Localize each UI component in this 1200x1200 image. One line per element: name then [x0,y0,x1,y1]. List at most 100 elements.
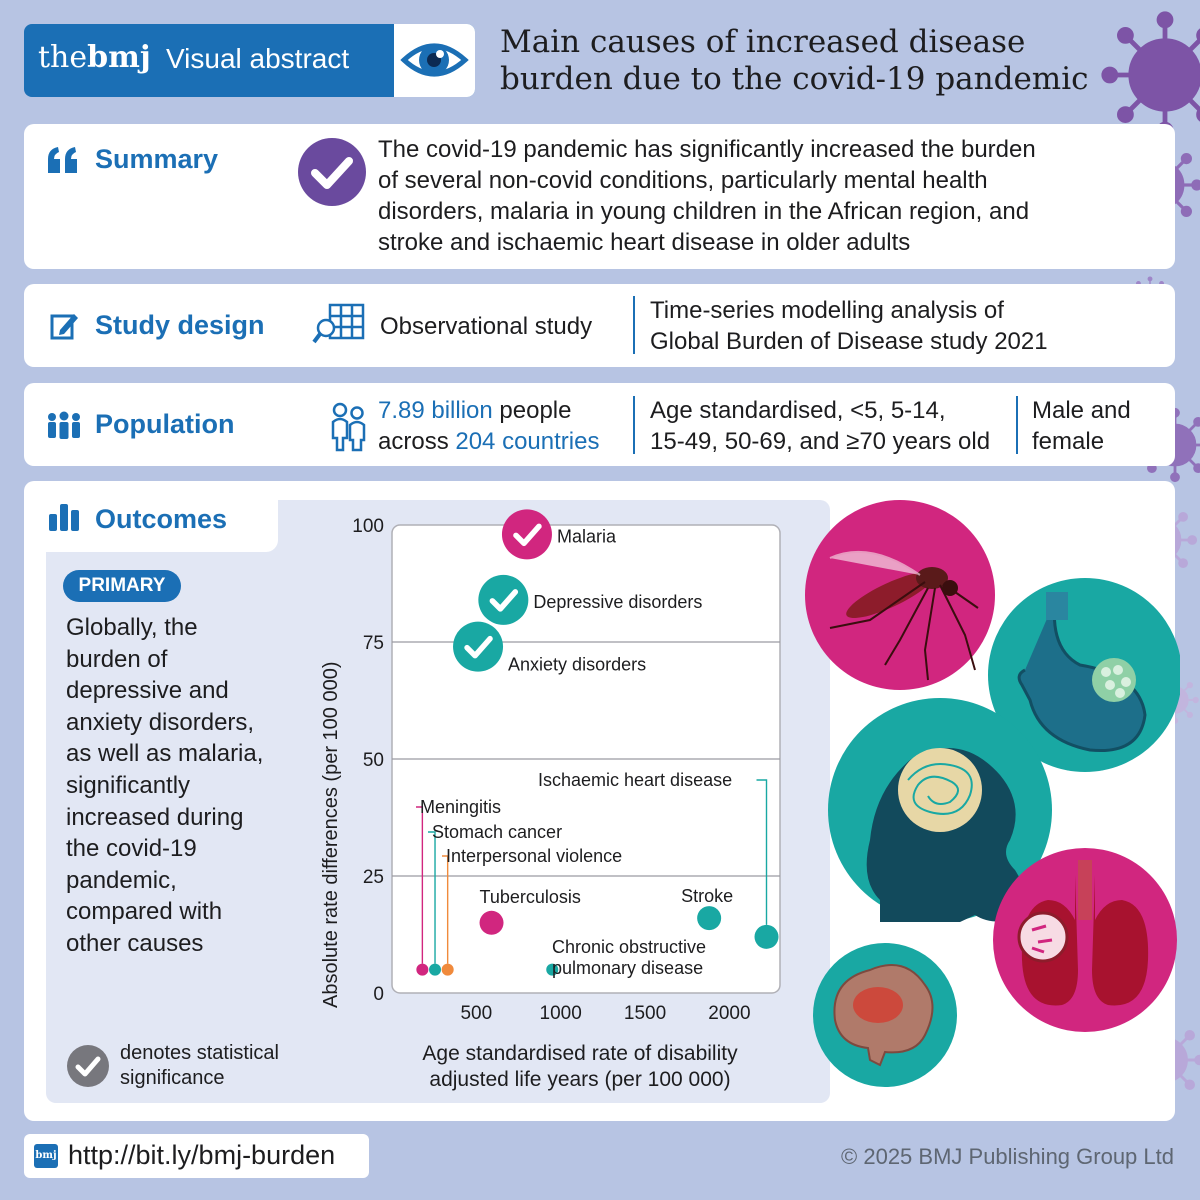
study-type: Observational study [380,313,593,340]
x-tick-label: 2000 [708,1003,750,1024]
summary-card [24,124,1175,269]
people-icon [48,411,80,439]
outcome-line: burden of [66,645,168,673]
brand-the: the [38,40,88,75]
x-axis-label-line1: Age standardised rate of disability [422,1042,738,1065]
pencil-icon [50,314,78,340]
population-heading: Population [95,409,235,439]
population-across: across [378,428,456,455]
y-tick-label: 75 [363,633,384,654]
significance-check-icon [464,635,493,659]
brand-logo: thebmj [38,40,151,75]
brand-bmj: bmj [87,40,151,75]
y-tick-label: 50 [363,750,384,771]
point-interpersonal-violence [441,963,454,976]
outcome-line: increased during [66,803,244,831]
page-title-line2: burden due to the covid-19 pandemic [500,61,1089,97]
study-design-heading: Study design [95,310,265,340]
point-label-interpersonal-violence: Interpersonal violence [446,846,622,866]
population-count: 7.89 billion people across 204 countries [378,395,599,457]
point-label-depressive-disorders: Depressive disorders [533,592,702,612]
summary-line: of several non-covid conditions, particu… [378,167,988,194]
sex-line1: Male and [1032,397,1131,424]
page-title-line1: Main causes of increased disease [500,24,1026,60]
eye-badge [394,24,475,97]
significance-check-icon [489,589,519,612]
bar-chart-icon [49,504,79,531]
outcome-line: Globally, the [66,614,198,641]
study-detail-line2: Global Burden of Disease study 2021 [650,328,1048,355]
page-title: Main causes of increased disease burden … [500,24,1088,98]
point-label-chronic-obstructive-pulmonary-disease: pulmonary disease [552,958,703,978]
x-tick-label: 500 [460,1003,492,1024]
y-axis-label: Absolute rate differences (per 100 000) [320,661,342,1008]
outcome-line: the covid-19 [66,835,197,863]
significance-legend-icon [67,1045,109,1087]
x-tick-label: 1500 [624,1003,666,1024]
leader-line [428,831,436,964]
quote-icon [48,147,77,173]
outcome-line: other causes [66,929,204,957]
two-people-icon [331,402,366,452]
ages-line2: 15-49, 50-69, and ≥70 years old [650,428,991,455]
eye-icon [400,43,469,77]
outcome-line: anxiety disorders, [66,708,255,736]
point-anxiety-disorders [453,621,504,672]
population-ages: Age standardised, <5, 5-14, 15-49, 50-69… [650,395,990,457]
primary-badge: PRIMARY [63,570,181,602]
leader-line [756,779,768,925]
point-depressive-disorders [478,574,529,625]
divider [633,396,635,454]
outcome-line: pandemic, [66,866,177,894]
summary-line: disorders, malaria in young children in … [378,198,1030,225]
significance-check-icon [513,523,542,547]
brain-illustration [813,943,957,1087]
outcome-line: as well as malaria, [66,740,264,768]
ages-line1: Age standardised, <5, 5-14, [650,397,946,424]
point-malaria [501,509,552,560]
magnifier-grid-icon [312,303,365,344]
x-axis-label-line2: adjusted life years (per 100 000) [429,1068,730,1091]
legend-line2: significance [120,1067,225,1089]
summary-text: The covid-19 pandemic has significantly … [378,134,1036,258]
footer-link-box[interactable]: bmj http://bit.ly/bmj-burden [24,1134,369,1178]
significance-legend-text: denotes statistical significance [120,1041,279,1091]
divider [633,296,635,354]
point-label-tuberculosis: Tuberculosis [480,887,581,907]
copyright: © 2025 BMJ Publishing Group Ltd [841,1144,1174,1169]
footer-link[interactable]: http://bit.ly/bmj-burden [68,1140,336,1170]
bmj-icon: bmj [34,1144,58,1168]
brand-banner: thebmj Visual abstract [24,24,475,97]
population-people: people [492,397,572,424]
sex-line2: female [1032,428,1105,455]
stomach-illustration [988,578,1180,772]
point-ischaemic-heart-disease [754,924,779,949]
legend-line1: denotes statistical [120,1042,279,1064]
point-stomach-cancer [429,963,442,976]
outcome-line: depressive and [66,677,229,705]
head-brain-illustration [828,698,1052,922]
point-label-ischaemic-heart-disease: Ischaemic heart disease [538,770,732,790]
point-stroke [697,906,722,931]
y-tick-label: 0 [373,984,384,1005]
leader-line [442,855,449,964]
leader-line [416,806,424,964]
divider [1016,396,1018,454]
point-label-malaria: Malaria [557,526,617,546]
study-detail-line1: Time-series modelling analysis of [650,297,1004,324]
population-number: 7.89 billion [378,397,493,424]
study-design-card [24,284,1175,367]
illustrations [805,500,1180,1087]
mosquito-illustration [805,500,995,690]
x-tick-label: 1000 [540,1003,582,1024]
outcome-line: significantly [66,771,191,799]
population-card [24,383,1175,466]
lungs-illustration [993,848,1177,1032]
point-meningitis [416,963,429,976]
summary-line: The covid-19 pandemic has significantly … [378,136,1036,163]
point-label-meningitis: Meningitis [420,797,501,817]
point-tuberculosis [479,910,504,935]
summary-heading: Summary [95,144,219,174]
point-label-anxiety-disorders: Anxiety disorders [508,655,646,675]
point-label-stomach-cancer: Stomach cancer [432,822,562,842]
